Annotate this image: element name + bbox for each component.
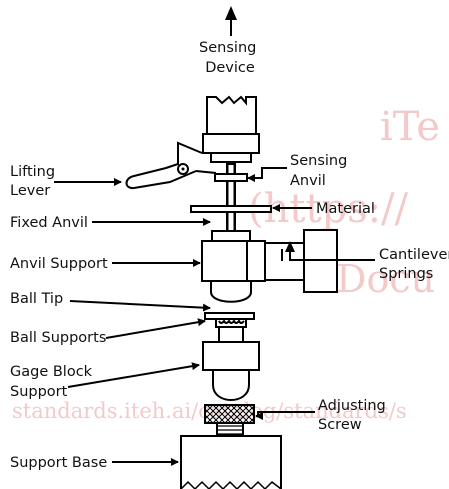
label-anvil-support: Anvil Support (10, 256, 108, 272)
leader-ball-tip (69, 300, 211, 312)
label-adjusting-screw: Adjusting Screw (318, 398, 390, 433)
label-sensing-anvil: Sensing Anvil (290, 153, 352, 189)
lifting-lever-part (125, 141, 217, 190)
sensing-device-part (202, 95, 260, 163)
label-sensing-device: Sensing Device (199, 40, 261, 76)
gage-block-support-part (202, 326, 260, 401)
ball-supports-plate (204, 312, 255, 320)
material-part (190, 205, 272, 213)
leader-gage-block-support (67, 362, 200, 388)
label-material: Material (316, 201, 375, 217)
adjusting-screw-part (204, 404, 255, 424)
sensing-anvil-part (214, 173, 248, 182)
label-support-base: Support Base (10, 455, 107, 471)
watermark-top: iTe (380, 104, 440, 150)
support-base-part (180, 435, 282, 489)
ball-tip-part (210, 280, 252, 303)
leader-adjusting-screw (255, 411, 315, 420)
label-gage-block-support: Gage Block Support (10, 364, 97, 400)
watermark: iTe (https:// Docu standards.iteh.ai/cat… (12, 104, 440, 423)
label-fixed-anvil: Fixed Anvil (10, 215, 88, 231)
label-lifting-lever: Lifting Lever (10, 164, 60, 199)
label-ball-tip: Ball Tip (10, 291, 63, 307)
screw-thread (216, 422, 244, 436)
watermark-right: Docu (336, 257, 435, 301)
leader-ball-supports (105, 318, 206, 339)
fixed-anvil-part (211, 230, 251, 242)
label-ball-supports: Ball Supports (10, 330, 106, 346)
output-arrowhead (225, 6, 237, 20)
leader-sensing-anvil (247, 167, 287, 182)
label-cantilever-springs: Cantilever Springs (379, 247, 449, 282)
